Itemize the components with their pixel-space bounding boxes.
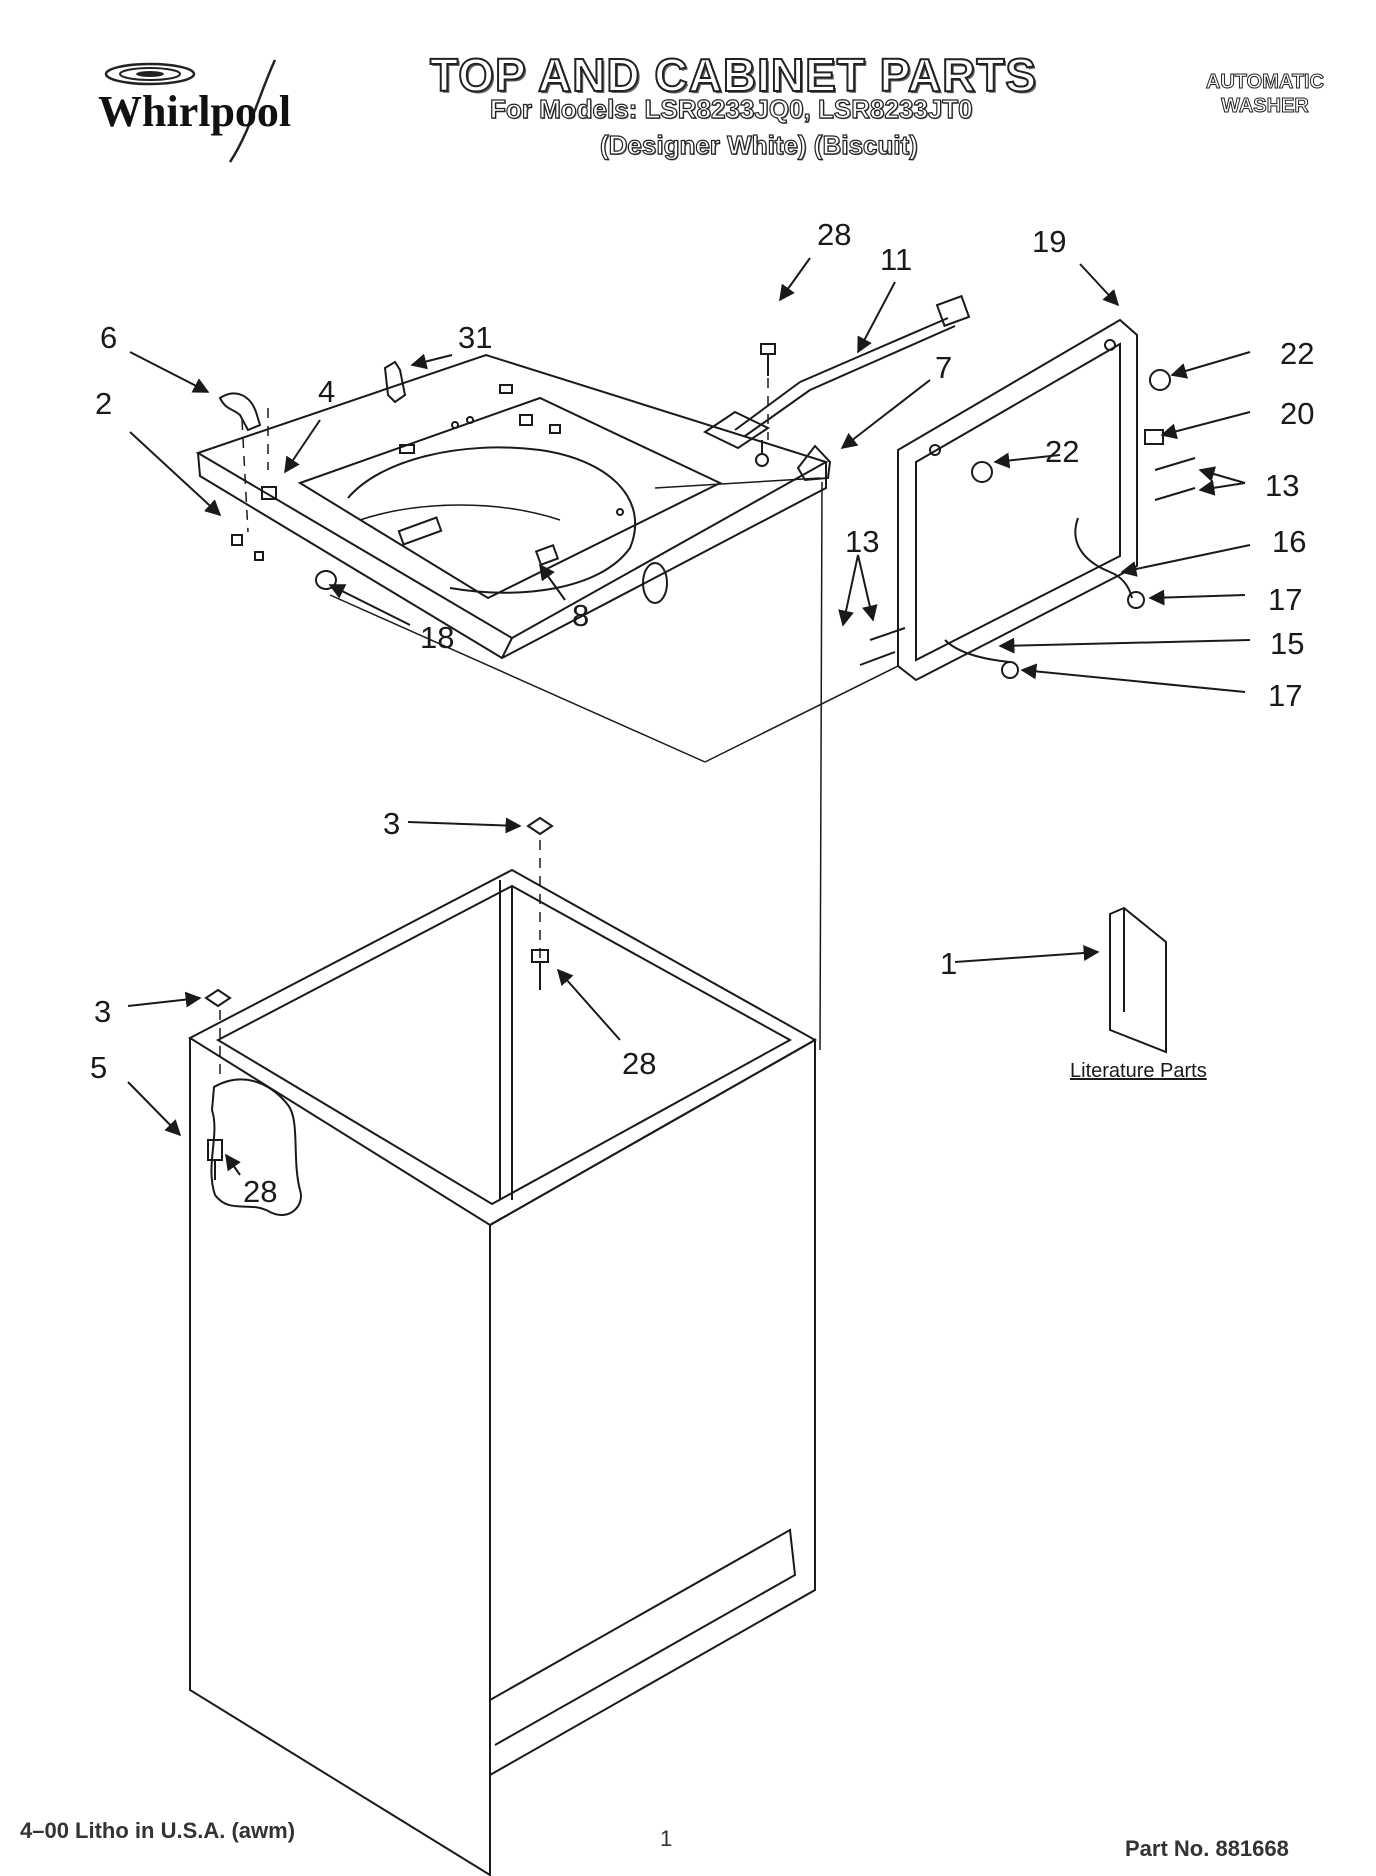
callout-5: 5 xyxy=(90,1050,107,1085)
callout-15: 15 xyxy=(1270,626,1304,661)
callout-3: 3 xyxy=(94,994,111,1029)
callout-20: 20 xyxy=(1280,396,1314,431)
callout-arrows xyxy=(127,257,1251,1176)
callout-16: 16 xyxy=(1272,524,1306,559)
cabinet xyxy=(187,868,818,1876)
models-line: For Models: LSR8233JQ0, LSR8233JT0 xyxy=(489,93,973,124)
product-type-line1: AUTOMATIC xyxy=(1205,71,1325,94)
knob-part xyxy=(796,444,832,482)
callout-numbers: 28 11 19 6 31 4 2 7 22 20 22 13 13 16 8 … xyxy=(90,217,1314,1209)
callout-19: 19 xyxy=(1032,224,1066,259)
literature-parts-booklet xyxy=(1109,906,1167,1054)
callout-17: 17 xyxy=(1268,678,1302,713)
cutaway-window xyxy=(210,1078,302,1216)
brand-logo: Whirlpool xyxy=(80,52,320,172)
callout-3: 3 xyxy=(383,806,400,841)
cabinet-fasteners xyxy=(204,816,554,1008)
callout-13: 13 xyxy=(1265,468,1299,503)
callout-31: 31 xyxy=(458,320,492,355)
callout-11: 11 xyxy=(880,242,912,277)
callout-13: 13 xyxy=(845,524,879,559)
leader-line xyxy=(819,481,823,1051)
small-fasteners-top xyxy=(218,343,776,566)
swirl-icon xyxy=(104,59,277,163)
wire-harness xyxy=(702,294,971,467)
leader-line xyxy=(704,665,899,763)
callout-2: 2 xyxy=(95,386,112,421)
product-type-line2: WASHER xyxy=(1221,95,1310,118)
brand-name: Whirlpool xyxy=(98,87,292,136)
console-back-frame xyxy=(859,318,1196,682)
top-panel xyxy=(195,353,829,660)
product-type: AUTOMATIC WASHER xyxy=(1190,70,1340,118)
callout-28: 28 xyxy=(817,217,851,252)
callout-1: 1 xyxy=(940,946,957,981)
literature-parts-label: Literature Parts xyxy=(1070,1060,1207,1082)
callout-6: 6 xyxy=(100,320,117,355)
callout-18: 18 xyxy=(420,620,454,655)
callout-17: 17 xyxy=(1268,582,1302,617)
callout-22: 22 xyxy=(1045,434,1079,469)
part-number: Part No. 881668 xyxy=(1125,1836,1289,1861)
callout-22: 22 xyxy=(1280,336,1314,371)
callout-4: 4 xyxy=(318,374,335,409)
callout-8: 8 xyxy=(572,598,589,633)
variants-line: (Designer White) (Biscuit) xyxy=(599,129,918,160)
page-title: TOP AND CABINET PARTS xyxy=(429,48,1038,102)
litho-note: 4–00 Litho in U.S.A. (awm) xyxy=(20,1818,296,1843)
alignment-lines xyxy=(219,378,769,1080)
leader-line xyxy=(654,477,821,489)
page-number: 1 xyxy=(660,1826,673,1851)
callout-7: 7 xyxy=(935,350,952,385)
leader-line xyxy=(329,594,706,763)
callout-28: 28 xyxy=(243,1174,277,1209)
callout-28: 28 xyxy=(622,1046,656,1081)
